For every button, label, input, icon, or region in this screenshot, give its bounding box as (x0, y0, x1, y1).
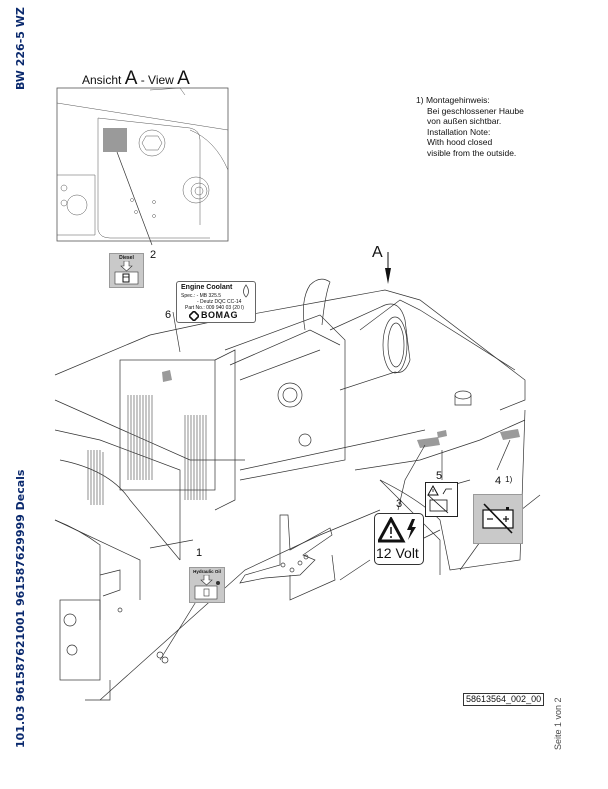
fuel-pump-icon (114, 261, 139, 285)
coolant-drop-icon (243, 284, 249, 298)
bomag-logo-icon (189, 311, 199, 321)
callout-5: 5 (436, 470, 443, 482)
battery-disconnect-warning-icon (427, 484, 452, 514)
callout-6: 6 (165, 309, 172, 321)
decal-diesel: Diesel (109, 253, 144, 288)
coolant-spec-1: Spec.: - MB 325.5 (181, 293, 222, 299)
leader-lines (149, 311, 541, 661)
coolant-brand: BOMAG (201, 310, 238, 320)
machine-outline (54, 278, 526, 701)
decal-battery-warning (425, 482, 458, 517)
drawing-number: 58613564_002_00 (463, 693, 545, 706)
view-title-middle: - View (137, 73, 178, 87)
coolant-title: Engine Coolant (181, 284, 233, 291)
callout-4-note: 1) (505, 475, 513, 484)
installation-note: 1) Montagehinweis: Bei geschlossener Hau… (416, 95, 524, 158)
view-title-prefix: Ansicht (82, 73, 125, 87)
note-line: Bei geschlossener Haube (427, 105, 524, 116)
view-arrow-label: A (372, 244, 383, 261)
decal-battery (473, 494, 523, 544)
note-line: Montagehinweis: (425, 95, 490, 105)
oil-fill-icon (194, 575, 220, 600)
callout-3: 3 (396, 498, 403, 510)
view-title: Ansicht A - View A (82, 68, 190, 90)
note-line: Installation Note: (427, 126, 491, 137)
decal-engine-coolant: Engine Coolant Spec.: - MB 325.5 - Deutz… (176, 281, 256, 323)
note-line: With hood closed (427, 137, 493, 147)
battery-icon (482, 503, 514, 534)
coolant-part-number: Part No.: 009 940 03 (20 l) (185, 305, 244, 311)
note-marker: 1) (416, 95, 424, 105)
view-arrow (385, 252, 391, 284)
view-a-detail (56, 87, 229, 246)
view-title-letter: A (124, 68, 138, 89)
hydraulic-oil-label: Hydraulic Oil (193, 569, 221, 574)
callout-1: 1 (196, 547, 203, 559)
decal-12-volt: 12 Volt (374, 513, 424, 565)
warning-electric-icon (378, 517, 416, 543)
note-line: visible from the outside. (427, 147, 517, 158)
note-line: von außen sichtbar. (427, 116, 502, 126)
voltage-label: 12 Volt (376, 545, 419, 561)
diesel-label: Diesel (119, 255, 134, 261)
callout-2: 2 (150, 249, 157, 261)
coolant-spec-2: - Deutz DQC CC-14 (197, 299, 242, 305)
view-title-letter-2: A (177, 68, 190, 89)
decal-hydraulic-oil: Hydraulic Oil (189, 567, 225, 603)
callout-4-number: 4 (495, 475, 502, 487)
